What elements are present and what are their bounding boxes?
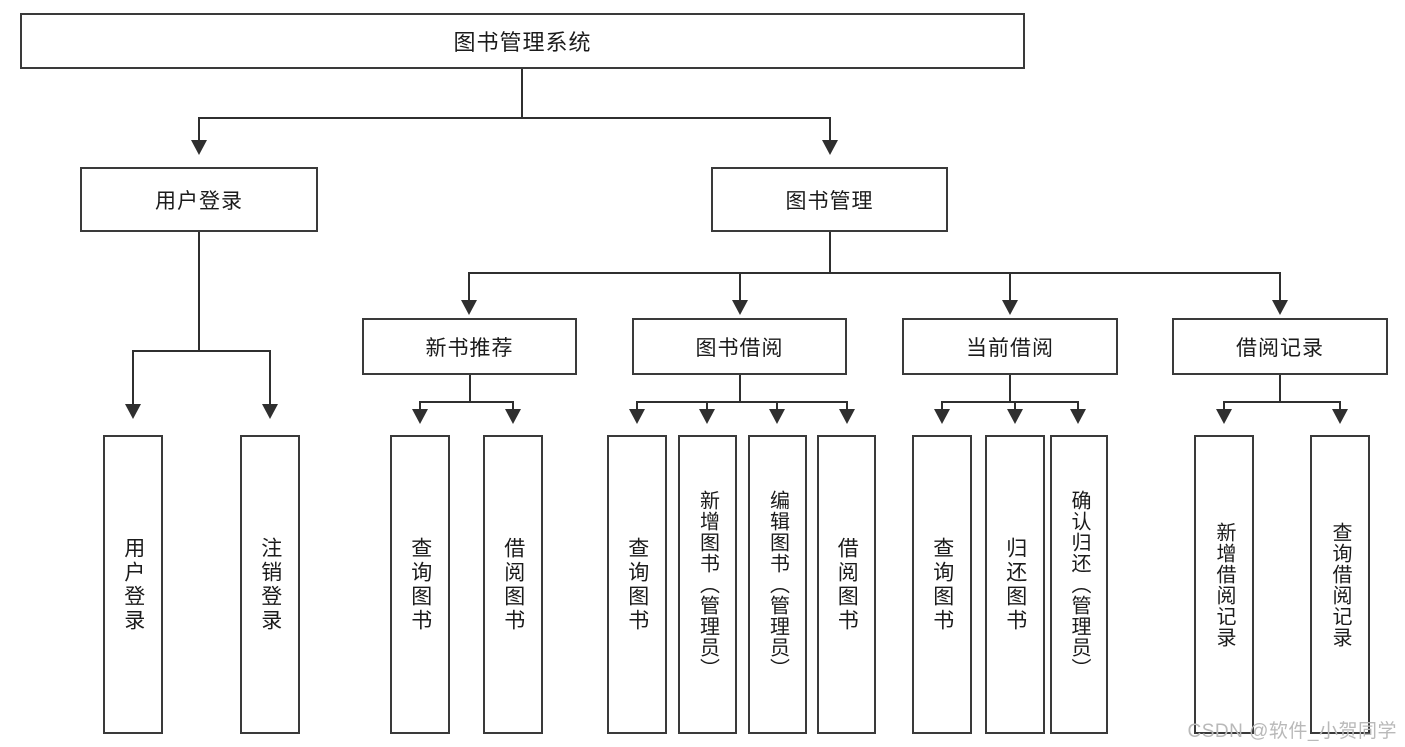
connector-current-borrow-to-leaf-3 [1077,401,1079,411]
connector-current-borrow-to-leaf-1 [941,401,943,411]
node-leaf-user-login[interactable]: 用户登录 [103,435,163,734]
node-label: 查询借阅记录 [1329,521,1351,648]
node-leaf-add-borrow-record[interactable]: 新增借阅记录 [1194,435,1254,734]
arrow-root-to-book-management [822,140,838,155]
node-label: 图书借阅 [695,336,784,360]
connector-borrow-record-to-leaf-2 [1339,401,1341,411]
node-label: 借阅图书 [501,536,525,633]
node-label: 归还图书 [1003,536,1027,633]
node-leaf-query-book-borrow[interactable]: 查询图书 [607,435,667,734]
node-label: 查询图书 [930,536,954,633]
arrow-borrow-record-to-leaf-2 [1332,409,1348,424]
node-new-book-recommend[interactable]: 新书推荐 [362,318,577,375]
connector-new-book-recommend-to-leaf-1 [419,401,421,411]
node-label: 图书管理 [785,189,874,213]
node-leaf-confirm-return-admin[interactable]: 确认归还（管理员） [1050,435,1108,734]
arrow-book-borrow-to-leaf-4 [839,409,855,424]
node-label: 编辑图书（管理员） [766,490,789,679]
connector-to-book-borrow [739,272,741,302]
node-leaf-query-book-recommend[interactable]: 查询图书 [390,435,450,734]
node-label: 借阅记录 [1236,336,1324,360]
node-label: 查询图书 [408,536,432,633]
arrow-new-book-recommend-to-leaf-1 [412,409,428,424]
node-label: 注销登录 [258,536,282,633]
node-label: 当前借阅 [966,336,1054,360]
connector-user-login-to-leaf-2 [269,350,271,406]
arrow-current-borrow-to-leaf-2 [1007,409,1023,424]
node-label: 用户登录 [121,536,145,633]
node-borrow-record[interactable]: 借阅记录 [1172,318,1388,375]
node-leaf-edit-book-admin[interactable]: 编辑图书（管理员） [748,435,807,734]
node-label: 借阅图书 [835,536,859,633]
node-label: 确认归还（管理员） [1068,490,1090,679]
connector-new-book-recommend-stem [469,375,471,403]
node-leaf-return-book[interactable]: 归还图书 [985,435,1045,734]
node-label: 用户登录 [155,189,243,213]
connector-new-book-recommend-to-leaf-2 [512,401,514,411]
node-root-book-management-system[interactable]: 图书管理系统 [20,13,1025,69]
arrow-to-borrow-record [1272,300,1288,315]
arrow-user-login-to-leaf-1 [125,404,141,419]
node-label: 新增借阅记录 [1213,521,1235,648]
node-label: 新增图书（管理员） [696,490,719,679]
connector-root-to-book-management [829,117,831,142]
connector-user-login-stem [198,232,200,352]
node-leaf-query-book-current[interactable]: 查询图书 [912,435,972,734]
arrow-new-book-recommend-to-leaf-2 [505,409,521,424]
connector-user-login-bus [132,350,270,352]
node-current-borrow[interactable]: 当前借阅 [902,318,1118,375]
arrow-current-borrow-to-leaf-3 [1070,409,1086,424]
arrow-current-borrow-to-leaf-1 [934,409,950,424]
connector-borrow-record-bus [1223,401,1341,403]
arrow-to-new-book-recommend [461,300,477,315]
connector-root-to-user-login [198,117,200,142]
connector-user-login-to-leaf-1 [132,350,134,406]
connector-book-borrow-to-leaf-2 [706,401,708,411]
node-label: 查询图书 [625,536,649,633]
arrow-root-to-user-login [191,140,207,155]
node-user-login[interactable]: 用户登录 [80,167,318,232]
connector-to-current-borrow [1009,272,1011,302]
connector-level3-bus [468,272,1280,274]
connector-borrow-record-to-leaf-1 [1223,401,1225,411]
connector-to-borrow-record [1279,272,1281,302]
connector-current-borrow-to-leaf-2 [1014,401,1016,411]
node-label: 图书管理系统 [453,30,592,55]
arrow-borrow-record-to-leaf-1 [1216,409,1232,424]
connector-root-bus [198,117,831,119]
arrow-book-borrow-to-leaf-1 [629,409,645,424]
connector-book-management-stem [829,232,831,274]
node-leaf-logout[interactable]: 注销登录 [240,435,300,734]
connector-book-borrow-stem [739,375,741,403]
connector-current-borrow-bus [941,401,1079,403]
watermark-text: CSDN @软件_小贺同学 [1187,721,1397,742]
connector-book-borrow-to-leaf-1 [636,401,638,411]
arrow-book-borrow-to-leaf-2 [699,409,715,424]
connector-current-borrow-stem [1009,375,1011,403]
arrow-to-current-borrow [1002,300,1018,315]
arrow-book-borrow-to-leaf-3 [769,409,785,424]
node-label: 新书推荐 [425,336,514,360]
connector-book-borrow-to-leaf-4 [846,401,848,411]
connector-root-stem [521,69,523,117]
node-leaf-query-borrow-record[interactable]: 查询借阅记录 [1310,435,1370,734]
node-leaf-borrow-book[interactable]: 借阅图书 [817,435,876,734]
connector-book-borrow-bus [636,401,848,403]
connector-book-borrow-to-leaf-3 [776,401,778,411]
node-leaf-borrow-book-recommend[interactable]: 借阅图书 [483,435,543,734]
node-leaf-add-book-admin[interactable]: 新增图书（管理员） [678,435,737,734]
node-book-borrow[interactable]: 图书借阅 [632,318,847,375]
connector-new-book-recommend-bus [419,401,514,403]
arrow-to-book-borrow [732,300,748,315]
connector-to-new-book-recommend [468,272,470,302]
node-book-management[interactable]: 图书管理 [711,167,948,232]
arrow-user-login-to-leaf-2 [262,404,278,419]
connector-borrow-record-stem [1279,375,1281,403]
